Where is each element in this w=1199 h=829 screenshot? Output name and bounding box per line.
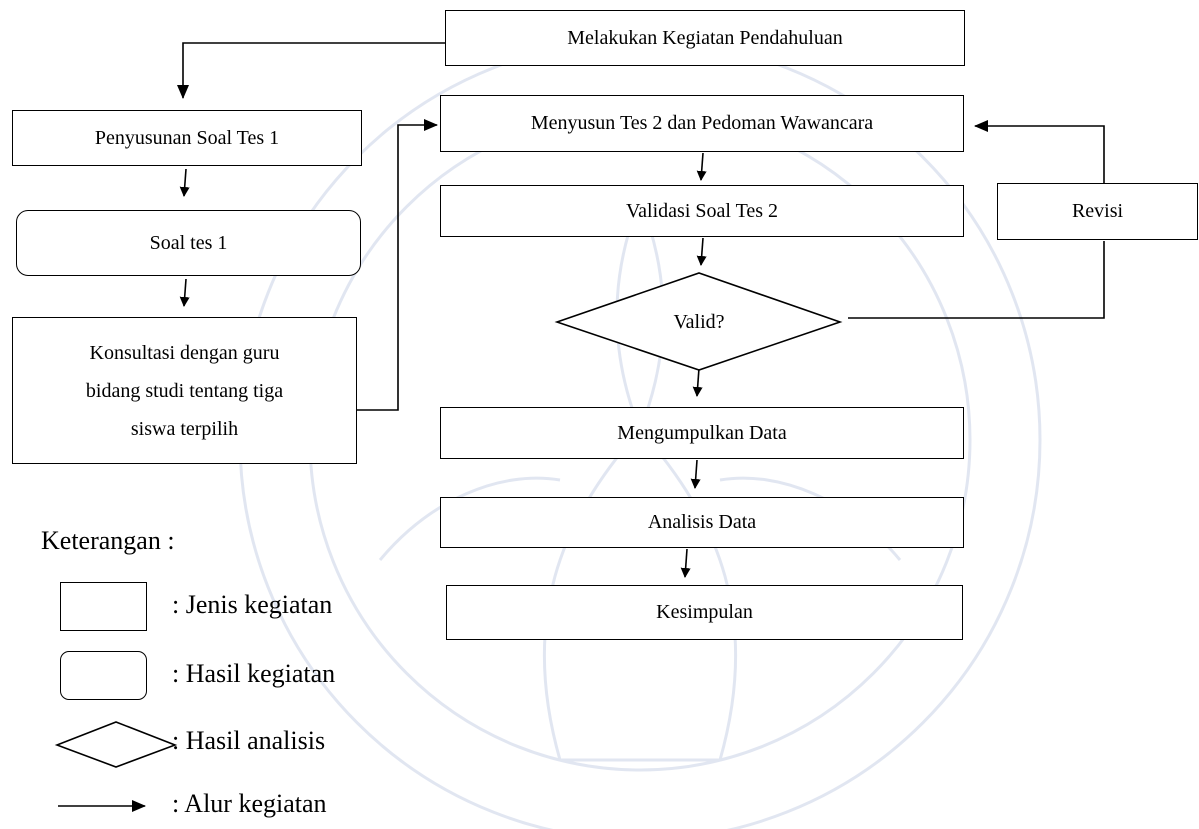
node-kesimpulan: Kesimpulan <box>446 585 963 640</box>
legend-label-hasil-kegiatan: : Hasil kegiatan <box>172 659 336 688</box>
node-analisis-data: Analisis Data <box>440 497 964 548</box>
node-label-line-3: siswa terpilih <box>130 417 239 440</box>
legend-label-jenis-kegiatan: : Jenis kegiatan <box>172 590 333 619</box>
arrow-konsultasi-to-menyusun <box>357 119 438 411</box>
node-penyusunan-soal-tes-1: Penyusunan Soal Tes 1 <box>12 110 362 166</box>
node-kegiatan-pendahuluan: Melakukan Kegiatan Pendahuluan <box>445 10 965 66</box>
legend-diamond-shape <box>54 721 178 768</box>
arrow-pendahuluan-to-penyusunan <box>177 42 445 99</box>
decision-diamond-valid <box>554 272 843 371</box>
node-konsultasi: Konsultasi dengan guru bidang studi tent… <box>12 317 357 464</box>
node-label: Revisi <box>1071 200 1124 222</box>
node-validasi-soal-tes-2: Validasi Soal Tes 2 <box>440 185 964 237</box>
node-soal-tes-1: Soal tes 1 <box>16 210 361 276</box>
decision-label-valid: Valid? <box>673 310 725 333</box>
node-label: Soal tes 1 <box>149 231 228 254</box>
arrow-valid-to-mengumpulkan <box>692 367 703 397</box>
arrow-menyusun-to-validasi <box>696 152 707 181</box>
node-label: Menyusun Tes 2 dan Pedoman Wawancara <box>530 112 874 134</box>
node-label: Melakukan Kegiatan Pendahuluan <box>567 26 843 49</box>
legend-rectangle-shape <box>60 582 147 631</box>
arrow-penyusunan-to-soal <box>179 168 190 197</box>
legend-label-alur-kegiatan: : Alur kegiatan <box>172 789 327 818</box>
node-label-line-2: bidang studi tentang tiga <box>85 379 284 402</box>
node-menyusun-tes-2: Menyusun Tes 2 dan Pedoman Wawancara <box>440 95 964 152</box>
arrow-soal-to-konsultasi <box>179 278 190 307</box>
arrow-mengumpulkan-to-analisis <box>690 459 701 489</box>
node-label-line-1: Konsultasi dengan guru <box>89 341 280 364</box>
node-label: Penyusunan Soal Tes 1 <box>94 126 280 149</box>
node-label: Validasi Soal Tes 2 <box>625 199 779 222</box>
node-label: Mengumpulkan Data <box>617 421 787 444</box>
node-mengumpulkan-data: Mengumpulkan Data <box>440 407 964 459</box>
arrow-revisi-to-menyusun <box>974 120 1105 183</box>
legend-title: Keterangan : <box>41 526 175 555</box>
arrow-valid-to-revisi <box>848 241 1105 319</box>
arrow-analisis-to-kesimpulan <box>680 548 691 578</box>
node-revisi: Revisi <box>997 183 1198 240</box>
node-label: Analisis Data <box>647 511 757 533</box>
node-label: Kesimpulan <box>656 601 753 623</box>
arrow-validasi-to-valid <box>696 237 707 266</box>
legend-label-hasil-analisis: : Hasil analisis <box>172 726 326 755</box>
legend-rounded-rectangle-shape <box>60 651 147 700</box>
